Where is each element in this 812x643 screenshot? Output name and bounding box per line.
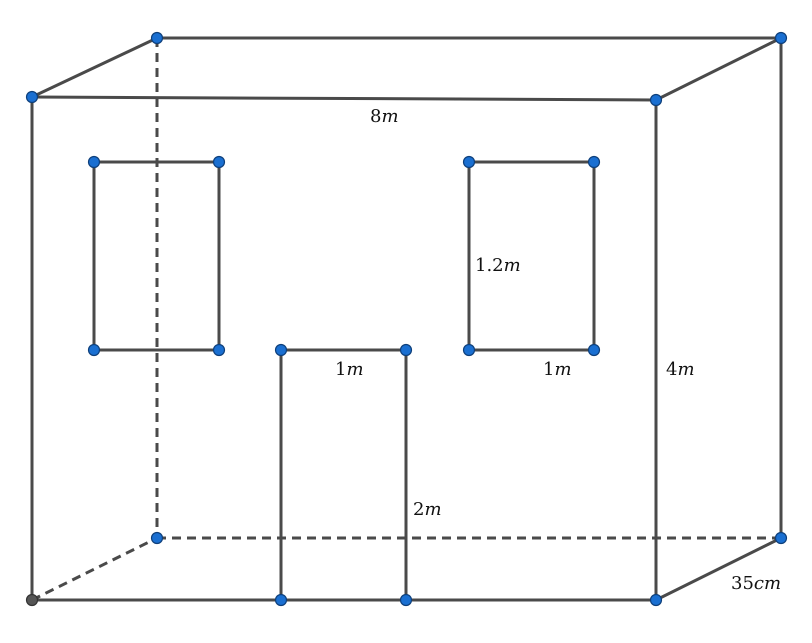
door	[279, 348, 408, 602]
wall-thickness-label: 35cm	[731, 573, 781, 594]
door-corner-point	[274, 343, 288, 357]
hidden-edges	[31, 38, 781, 602]
top-left-depth-edge	[30, 36, 159, 99]
vertex-point	[649, 593, 663, 607]
vertex-point	[150, 31, 164, 45]
wall-height-label: 4m	[666, 359, 695, 380]
window-height-label: 1.2m	[475, 255, 521, 276]
hidden-bottom-depth-edge	[31, 536, 158, 602]
door-corner-point	[274, 593, 288, 607]
window-width-label: 1m	[543, 359, 572, 380]
window-corner-point	[87, 155, 101, 169]
right-window	[467, 160, 596, 352]
window-corner-point	[212, 155, 226, 169]
window-corner-point	[462, 155, 476, 169]
door-corner-point	[399, 343, 413, 357]
window-corner-point	[587, 155, 601, 169]
door-width-label: 1m	[335, 359, 364, 380]
bottom-right-depth-edge	[654, 536, 783, 602]
top-front-edge	[30, 95, 658, 102]
window-corner-point	[212, 343, 226, 357]
wall-length-label: 8m	[370, 106, 399, 127]
vertex-point-hidden	[25, 593, 39, 607]
vertex-point	[150, 531, 164, 545]
vertex-point	[774, 531, 788, 545]
left-window	[92, 160, 221, 352]
door-corner-point	[399, 593, 413, 607]
window-corner-point	[87, 343, 101, 357]
vertex-point	[649, 93, 663, 107]
door-height-label: 2m	[413, 499, 442, 520]
vertex-point	[25, 90, 39, 104]
vertex-points	[25, 31, 788, 607]
visible-edges	[30, 36, 783, 602]
dimension-labels: 8m 4m 35cm 1.2m 1m 1m 2m	[335, 106, 781, 594]
vertex-point	[774, 31, 788, 45]
window-corner-point	[587, 343, 601, 357]
top-right-depth-edge	[654, 36, 783, 102]
window-corner-point	[462, 343, 476, 357]
